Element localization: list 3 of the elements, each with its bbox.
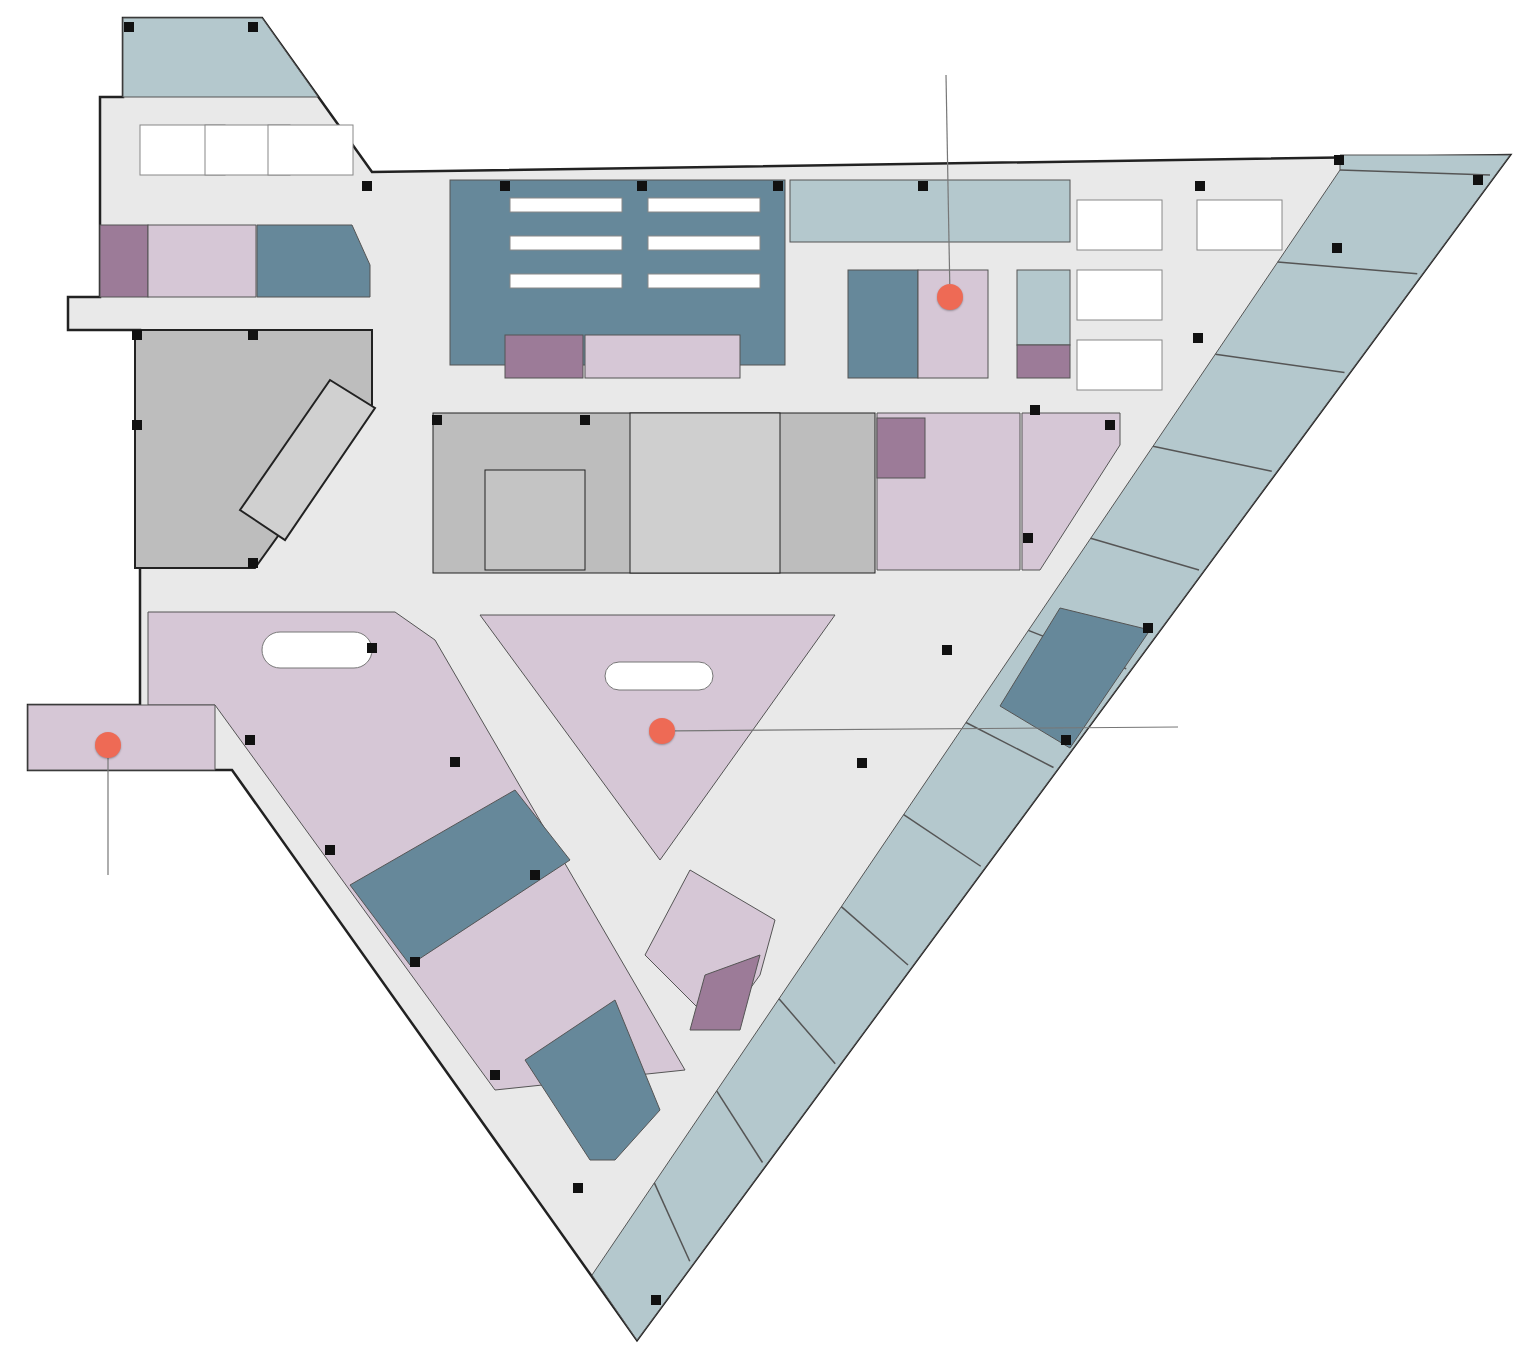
leader-line bbox=[674, 726, 1179, 732]
leader-line bbox=[107, 757, 109, 876]
leader-line bbox=[945, 74, 951, 285]
